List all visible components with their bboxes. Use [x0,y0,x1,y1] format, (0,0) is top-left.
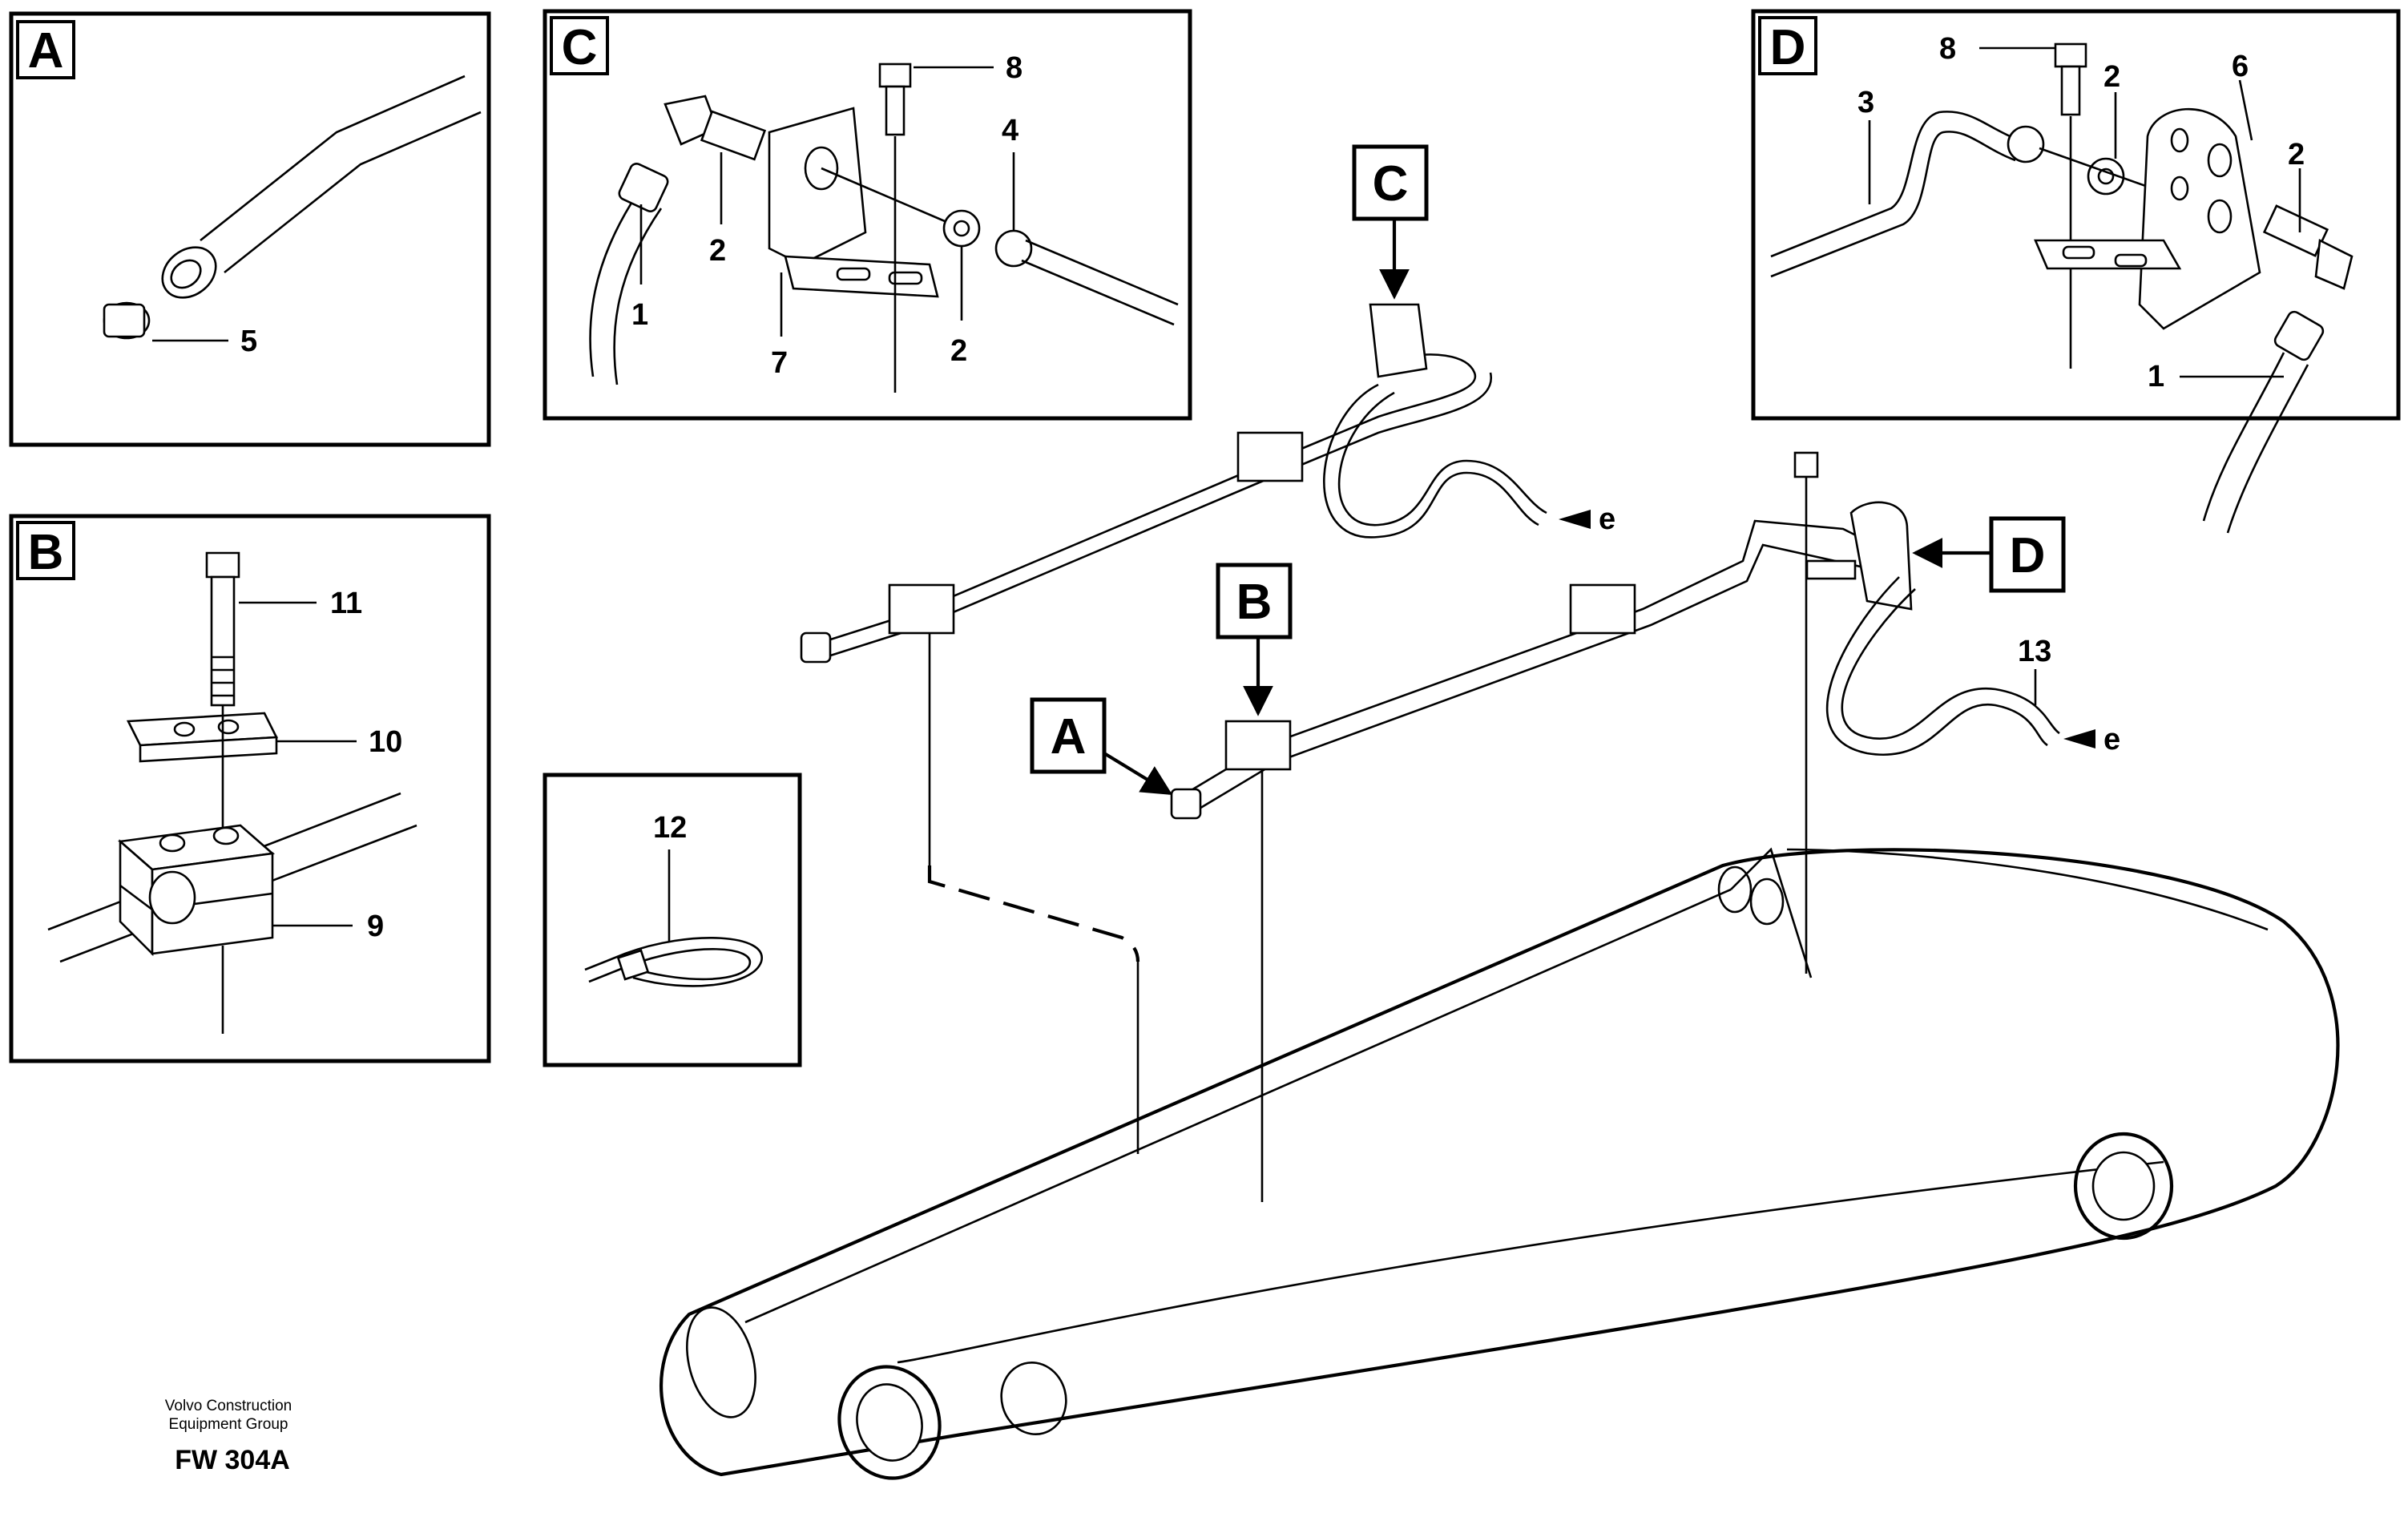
part-number-7-c: 7 [771,346,788,380]
boom-body [659,848,2340,1477]
bracket-drawing-c [589,63,1179,393]
callout-label-d: D [2010,528,2046,583]
leader-line-6-d [2238,79,2253,141]
part-number-2-d-right: 2 [2288,138,2305,171]
detail-view-d: D [1751,9,2401,534]
detail-view-cable-tie: 12 [543,773,802,1067]
part-number-5: 5 [240,325,257,358]
detail-view-a: A 5 [9,11,491,447]
company-name-line2: Equipment Group [169,1416,288,1433]
part-number-1-c: 1 [631,298,648,332]
detail-label-d: D [1770,20,1806,75]
part-number-3-d: 3 [1857,86,1874,119]
detail-label-a: A [28,23,64,79]
part-number-2-c-right: 2 [950,334,967,368]
detail-label-box-c [550,16,609,75]
hydraulic-line-lower [1170,451,2060,974]
company-name-line1: Volvo Construction [165,1398,292,1414]
detail-view-c: C 8 [543,9,1192,421]
part-number-12: 12 [653,811,687,845]
part-number-4-c: 4 [1002,114,1018,147]
callout-label-c: C [1373,156,1409,212]
footer: Volvo Construction Equipment Group FW 30… [165,1398,292,1475]
cable-tie-drawing [584,937,763,987]
part-number-6-d: 6 [2232,50,2249,83]
part-number-2-c-left: 2 [709,234,726,268]
flow-marker-e-lower: e [2063,723,2120,756]
bracket-drawing-d [1770,42,2354,534]
part-number-13: 13 [2018,635,2051,668]
callout-a: A [1030,697,1173,795]
callout-b: B [1216,563,1293,716]
flow-label-e-lower: e [2103,723,2120,756]
callout-c: C [1352,144,1429,300]
detail-view-b: B 11 10 9 [9,514,491,1063]
part-number-10: 10 [369,725,402,759]
detail-label-box-b [16,521,75,580]
drawing-code: FW 304A [175,1445,290,1475]
detail-label-box-a [16,20,75,79]
detail-label-box-d [1758,16,1817,75]
flow-marker-e-upper: e [1559,502,1615,536]
hidden-route-dashed [927,865,1140,962]
part-number-8-d: 8 [1939,32,1956,66]
flow-label-e-upper: e [1599,502,1615,536]
pipe-drawing-a [103,75,482,340]
part-number-11: 11 [330,587,362,620]
callout-label-b: B [1236,575,1273,630]
part-number-8-c: 8 [1006,51,1022,85]
detail-label-b: B [28,525,64,580]
callout-d: D [1912,516,2066,593]
part-number-2-d-top: 2 [2103,60,2120,94]
clamp-drawing-b [47,551,417,1034]
part-number-9: 9 [367,910,384,943]
detail-label-c: C [562,20,598,75]
hydraulic-line-upper [800,303,1547,664]
part-number-1-d: 1 [2148,360,2164,393]
boom-assembly [659,847,2340,1480]
callout-label-a: A [1051,709,1087,765]
